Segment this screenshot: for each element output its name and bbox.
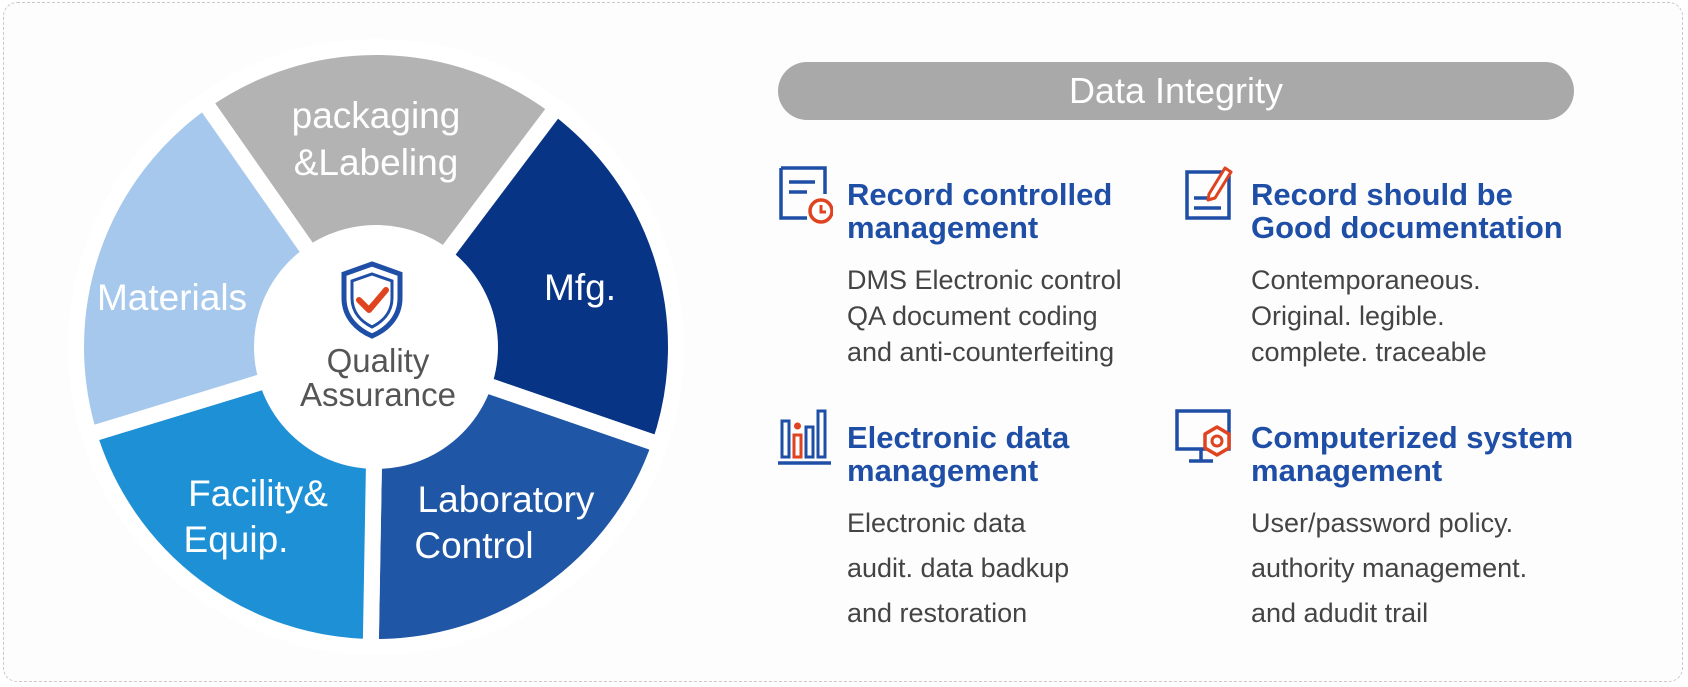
block-title: Computerized system management [1251,421,1631,487]
block-line: and anti-counterfeiting [847,337,1115,367]
block-line: complete. traceable [1251,337,1487,367]
document-clock-icon [779,166,833,224]
block-line: Contemporaneous. [1251,265,1481,295]
block-line: audit. data badkup [847,553,1070,583]
data-integrity-banner: Data Integrity [778,62,1574,120]
block-title-line1: Record controlled [847,177,1113,212]
block-title: Record should be Good documentation [1251,178,1631,244]
block-body: Electronic data audit. data badkup and r… [847,501,1227,636]
wheel-segments [68,39,684,656]
block-line: Electronic data [847,508,1026,538]
block-line: authority management. [1251,553,1528,583]
segment-packaging [192,39,568,361]
block-title-line2: Good documentation [1251,210,1563,245]
bar-chart-icon [778,409,831,465]
block-body: DMS Electronic control QA document codin… [847,262,1227,370]
block-title-line2: management [847,453,1039,488]
block-title-line1: Record should be [1251,177,1513,212]
block-line: QA document coding [847,301,1098,331]
segment-label-mfg: Mfg. [544,267,616,308]
banner-title: Data Integrity [1068,70,1284,111]
block-line: User/password policy. [1251,508,1514,538]
block-body: User/password policy. authority manageme… [1251,501,1631,636]
document-pen-icon [1185,166,1233,220]
block-title: Electronic data management [847,421,1227,487]
block-line: DMS Electronic control [847,265,1122,295]
block-line: Original. legible. [1251,301,1445,331]
shield-check-icon [341,261,403,339]
segment-label-facility-2: Equip. [184,519,289,560]
segment-label-laboratory-2: Control [414,525,533,566]
monitor-gear-icon [1175,409,1231,463]
segment-label-facility-1: Facility& [188,473,328,514]
block-title: Record controlled management [847,178,1227,244]
block-body: Contemporaneous. Original. legible. comp… [1251,262,1631,370]
block-title-line1: Electronic data [847,420,1070,455]
wheel-center [254,225,498,469]
block-title-line2: management [847,210,1039,245]
segment-label-laboratory-1: Laboratory [418,479,595,520]
segment-label-packaging-1: packaging [292,95,461,136]
block-line: and adudit trail [1251,598,1429,628]
segment-label-materials: Materials [97,277,247,318]
block-title-line1: Computerized system [1251,420,1574,455]
center-label-line2: Assurance [300,376,456,413]
block-line: and restoration [847,598,1028,628]
quality-wheel: Quality Assurance packaging &Labeling Mf… [68,39,684,656]
segment-label-packaging-2: &Labeling [294,142,459,183]
block-title-line2: management [1251,453,1443,488]
center-label-line1: Quality [327,342,430,379]
